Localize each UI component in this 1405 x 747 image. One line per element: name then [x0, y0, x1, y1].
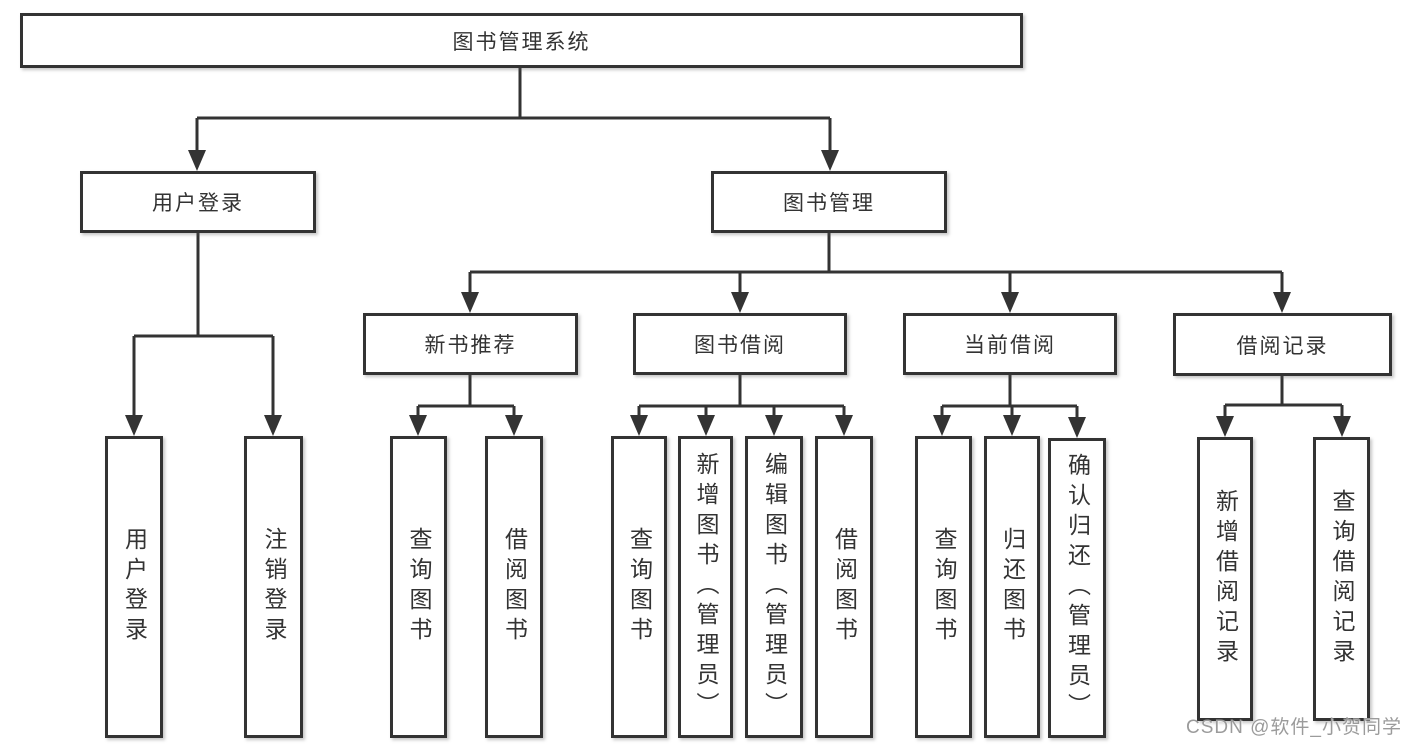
leaf-newbook-borrow-books: 借阅图书: [485, 436, 543, 738]
connector-book-borrow-children: [630, 375, 853, 436]
connector-borrow-records-children: [1216, 376, 1351, 437]
node-book-management: 图书管理: [711, 171, 947, 233]
leaf-records-query-record-label: 查询借阅记录: [1329, 489, 1355, 669]
leaf-user-login-label: 用户登录: [121, 527, 148, 647]
leaf-records-add-record-label: 新增借阅记录: [1212, 489, 1239, 669]
leaf-borrow-borrow-books-label: 借阅图书: [831, 527, 858, 647]
node-new-book-recommend: 新书推荐: [363, 313, 578, 375]
connector-book-management-children: [461, 233, 1291, 313]
leaf-current-return-books: 归还图书: [984, 436, 1040, 738]
leaf-borrow-add-books-admin: 新增图书（管理员）: [678, 436, 733, 738]
leaf-borrow-edit-books-admin: 编辑图书（管理员）: [745, 436, 803, 738]
connector-current-borrow-children: [933, 375, 1086, 438]
connector-new-book-children: [409, 375, 523, 436]
leaf-current-confirm-return-admin-label: 确认归还（管理员）: [1064, 453, 1091, 723]
leaf-newbook-query-books: 查询图书: [390, 436, 447, 738]
leaf-current-query-books: 查询图书: [915, 436, 972, 738]
csdn-watermark: CSDN @软件_小贺同学: [1186, 717, 1402, 738]
node-current-borrow: 当前借阅: [903, 313, 1117, 375]
leaf-records-query-record: 查询借阅记录: [1313, 437, 1370, 721]
leaf-borrow-query-books: 查询图书: [611, 436, 667, 738]
connector-user-login-children: [125, 233, 282, 436]
leaf-user-login: 用户登录: [105, 436, 163, 738]
connector-root-to-level2: [188, 68, 839, 171]
leaf-logout-login: 注销登录: [244, 436, 303, 738]
leaf-current-return-books-label: 归还图书: [999, 527, 1026, 647]
leaf-current-query-books-label: 查询图书: [931, 527, 957, 647]
node-root: 图书管理系统: [20, 13, 1023, 68]
leaf-current-confirm-return-admin: 确认归还（管理员）: [1048, 438, 1106, 738]
leaf-logout-login-label: 注销登录: [261, 527, 287, 647]
node-user-login: 用户登录: [80, 171, 316, 233]
leaf-records-add-record: 新增借阅记录: [1197, 437, 1253, 721]
leaf-borrow-add-books-admin-label: 新增图书（管理员）: [693, 452, 719, 722]
node-book-borrow: 图书借阅: [633, 313, 847, 375]
leaf-borrow-edit-books-admin-label: 编辑图书（管理员）: [761, 452, 788, 722]
leaf-borrow-query-books-label: 查询图书: [626, 527, 653, 647]
node-borrow-records: 借阅记录: [1173, 313, 1392, 376]
leaf-newbook-borrow-books-label: 借阅图书: [501, 527, 528, 647]
leaf-borrow-borrow-books: 借阅图书: [815, 436, 873, 738]
leaf-newbook-query-books-label: 查询图书: [406, 527, 432, 647]
